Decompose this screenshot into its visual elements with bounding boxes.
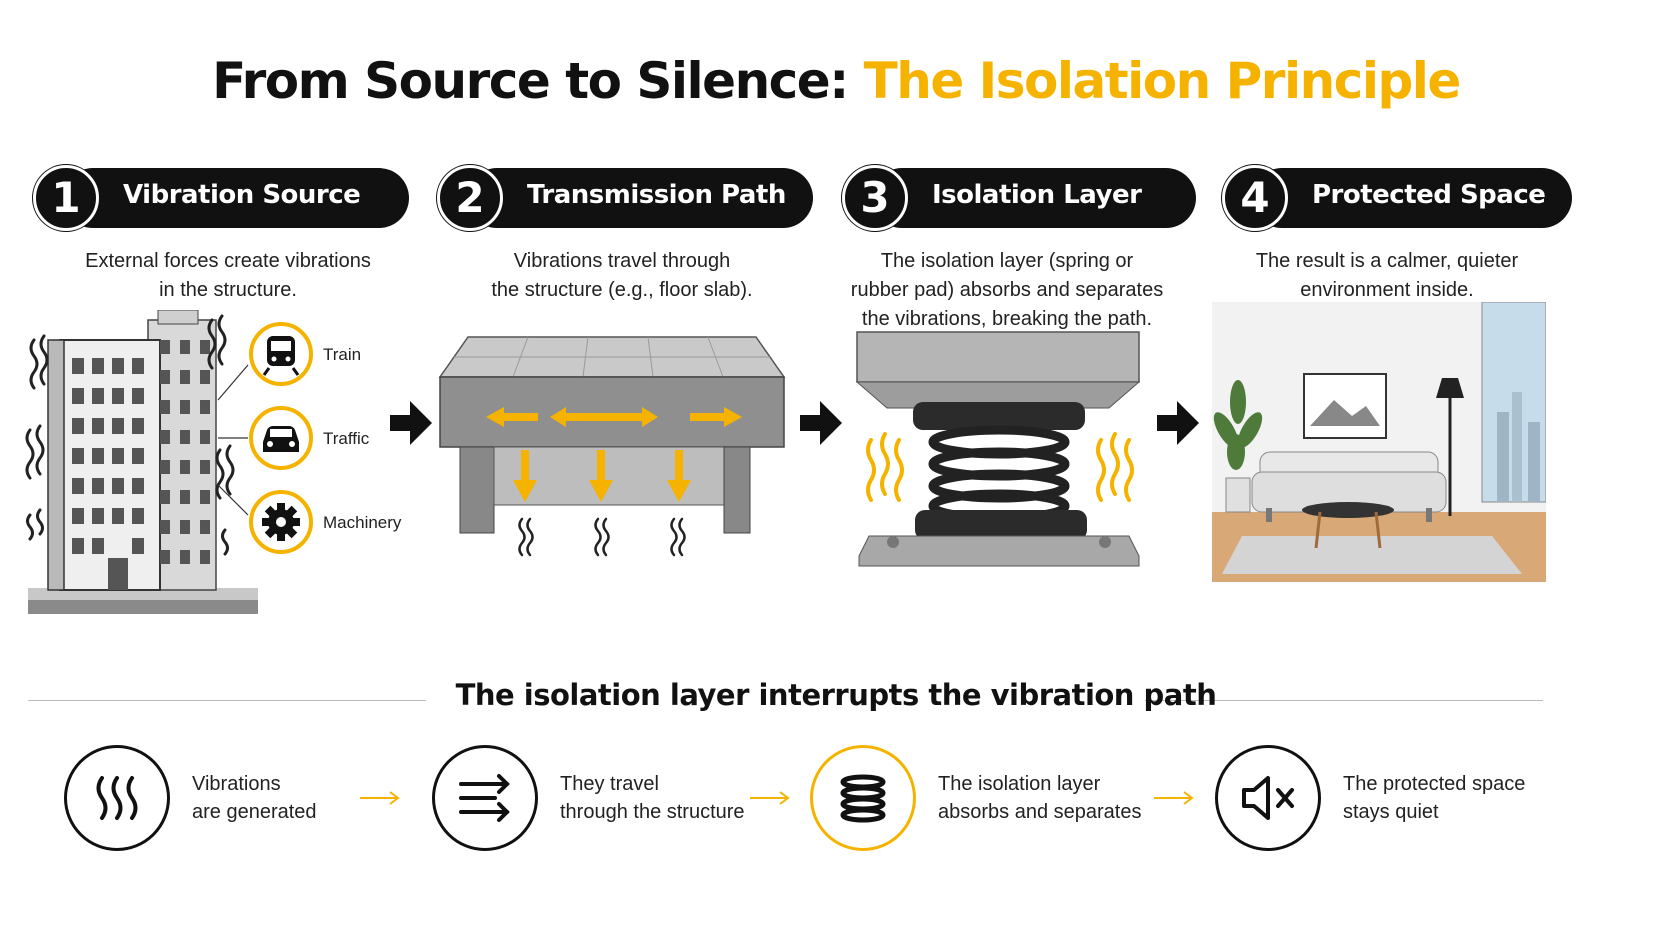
divider-right <box>1145 700 1543 701</box>
arrow-right-icon <box>360 791 400 805</box>
train-icon <box>249 322 313 386</box>
floor-slab-illustration <box>438 336 786 557</box>
step-description: The result is a calmer, quieter environm… <box>1255 250 1519 301</box>
step-label: Protected Space <box>1312 180 1546 210</box>
title-main: From Source to Silence: <box>212 52 849 110</box>
step-isolation-layer: 3 Isolation Layer The isolation layer (s… <box>842 165 1242 330</box>
step-header: 4 Protected Space <box>1222 165 1622 231</box>
summary-text: The isolation layer absorbs and separate… <box>938 773 1142 823</box>
page-title: From Source to Silence: The Isolation Pr… <box>0 52 1672 110</box>
step-number: 2 <box>437 165 503 231</box>
summary-text: They travel through the structure <box>560 773 745 823</box>
step-vibration-source: 1 Vibration Source External forces creat… <box>33 165 433 301</box>
gear-icon <box>249 490 313 554</box>
source-label-traffic: Traffic <box>323 429 370 448</box>
vibration-waves-icon <box>64 745 170 851</box>
step-number: 3 <box>842 165 908 231</box>
step-label: Vibration Source <box>123 180 361 210</box>
step-description: The isolation layer (spring or rubber pa… <box>850 250 1164 330</box>
arrow-right-icon <box>1154 791 1194 805</box>
step-protected-space: 4 Protected Space The result is a calmer… <box>1222 165 1622 301</box>
step-number: 1 <box>33 165 99 231</box>
source-label-machinery: Machinery <box>323 513 402 532</box>
divider-left <box>28 700 426 701</box>
step-label: Transmission Path <box>527 180 786 210</box>
flow-arrow-icon <box>1157 401 1199 445</box>
title-accent: The Isolation Principle <box>863 52 1462 110</box>
step-transmission-path: 2 Transmission Path Vibrations travel th… <box>437 165 837 301</box>
summary-text: Vibrations are generated <box>192 773 317 823</box>
step-header: 3 Isolation Layer <box>842 165 1242 231</box>
car-icon <box>249 406 313 470</box>
living-room-illustration <box>1212 302 1546 582</box>
arrow-right-icon <box>750 791 790 805</box>
step-label: Isolation Layer <box>932 180 1142 210</box>
step-description: External forces create vibrations in the… <box>85 250 371 301</box>
flow-arrow-icon <box>800 401 842 445</box>
step-header: 2 Transmission Path <box>437 165 837 231</box>
summary-text: The protected space stays quiet <box>1343 773 1526 823</box>
spring-isolator-illustration <box>855 331 1141 567</box>
spring-icon <box>810 745 916 851</box>
transfer-arrows-icon <box>432 745 538 851</box>
step-description: Vibrations travel through the structure … <box>491 250 753 301</box>
speaker-muted-icon <box>1215 745 1321 851</box>
flow-arrow-icon <box>390 401 432 445</box>
building-illustration <box>25 310 313 614</box>
step-number: 4 <box>1222 165 1288 231</box>
step-header: 1 Vibration Source <box>33 165 433 231</box>
section-subtitle: The isolation layer interrupts the vibra… <box>455 678 1217 712</box>
source-label-train: Train <box>323 345 362 364</box>
